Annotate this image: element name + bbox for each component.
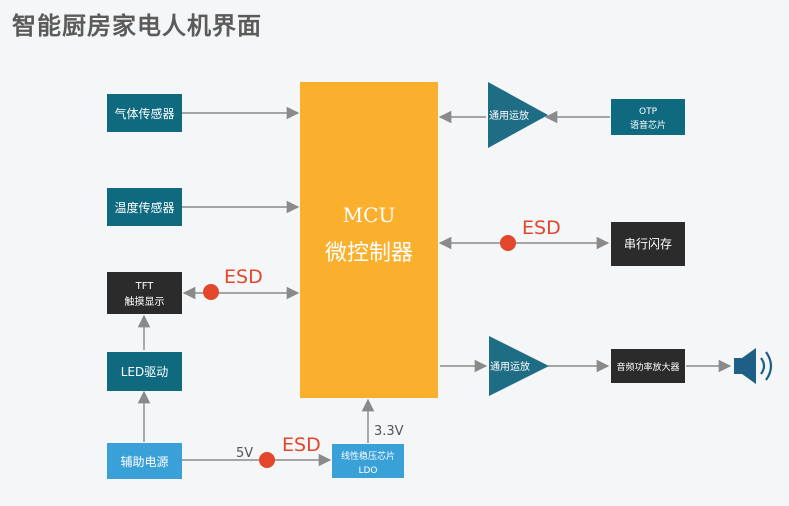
opamp-top-triangle — [488, 82, 548, 148]
aux-power-label: 辅助电源 — [120, 455, 168, 469]
led-driver-box — [107, 352, 182, 391]
otp-label-line1: OTP — [639, 107, 658, 117]
tft-label-line1: TFT — [135, 281, 155, 292]
mcu-label-line1: MCU — [343, 203, 396, 227]
ldo-label-line1: 线性稳压芯片 — [341, 450, 395, 462]
opamp-top-label: 通用运放 — [489, 109, 529, 122]
opamp-bottom-triangle — [489, 336, 549, 396]
label-5v: 5V — [236, 446, 253, 461]
temp-sensor-box — [107, 188, 182, 226]
temp-sensor-label: 温度传感器 — [114, 200, 174, 215]
esd-dot-power — [259, 452, 275, 468]
speaker-icon — [734, 348, 773, 384]
label-3v3: 3.3V — [374, 424, 404, 439]
esd-label-power: ESD — [282, 434, 321, 456]
gas-sensor-box — [107, 94, 182, 132]
aux-power-box — [107, 443, 182, 479]
otp-label-line2: 语音芯片 — [630, 119, 666, 131]
ldo-label-line2: LDO — [358, 466, 377, 476]
page-title: 智能厨房家电人机界面 — [12, 12, 262, 40]
esd-label-flash: ESD — [522, 217, 561, 239]
led-driver-label: LED驱动 — [121, 365, 169, 379]
serial-flash-label: 串行闪存 — [624, 237, 672, 251]
ldo-box — [332, 444, 404, 478]
mcu-label-line2: 微控制器 — [325, 241, 413, 266]
esd-label-tft: ESD — [224, 266, 263, 288]
gas-sensor-label: 气体传感器 — [114, 106, 174, 121]
tft-label-line2: 触摸显示 — [125, 295, 165, 308]
tft-display-box — [107, 272, 182, 314]
mcu-box — [300, 82, 438, 398]
audio-amp-label: 音频功率放大器 — [616, 361, 679, 373]
opamp-bottom-label: 通用运放 — [490, 360, 530, 373]
esd-dot-tft — [203, 284, 219, 300]
serial-flash-box — [611, 222, 685, 266]
connections — [137, 106, 732, 467]
esd-dot-flash — [500, 235, 516, 251]
audio-amp-box — [611, 349, 685, 383]
otp-box — [611, 99, 685, 135]
